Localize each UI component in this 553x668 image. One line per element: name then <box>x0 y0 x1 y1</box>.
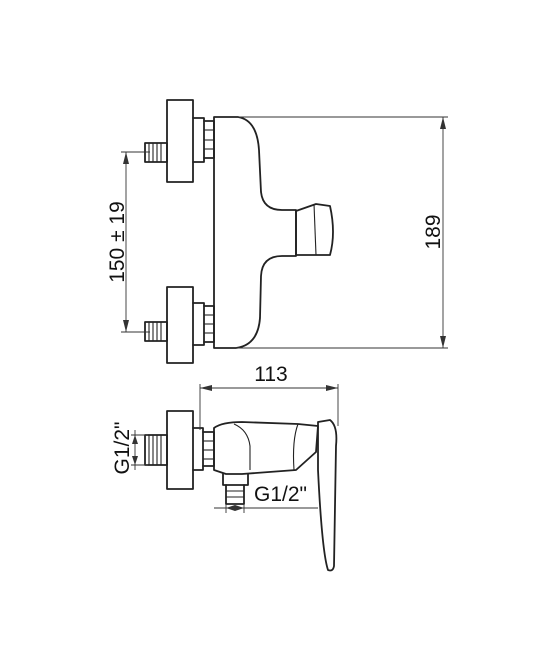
side-connector <box>144 410 215 490</box>
mixer-body <box>213 116 297 349</box>
depth-label: 113 <box>254 363 287 386</box>
height-dimension <box>236 116 448 349</box>
side-body <box>213 421 319 475</box>
side-lever <box>317 419 338 572</box>
top-connector <box>144 99 215 183</box>
front-view: 189 150 ± 19 <box>106 99 448 364</box>
outlet-thread-dimension <box>214 504 318 513</box>
lever <box>295 203 334 256</box>
inlet-thread-dimension <box>131 430 148 470</box>
spacing-dimension <box>121 151 150 333</box>
side-view: 113 G1/2" G1/2" <box>111 363 339 572</box>
outlet-thread-label: G1/2" <box>254 483 307 506</box>
inlet-thread-label: G1/2" <box>111 422 134 475</box>
depth-dimension <box>199 384 339 430</box>
outlet-nut <box>222 473 249 505</box>
bottom-connector <box>144 286 215 364</box>
spacing-label: 150 ± 19 <box>106 201 129 283</box>
height-label: 189 <box>422 214 445 249</box>
